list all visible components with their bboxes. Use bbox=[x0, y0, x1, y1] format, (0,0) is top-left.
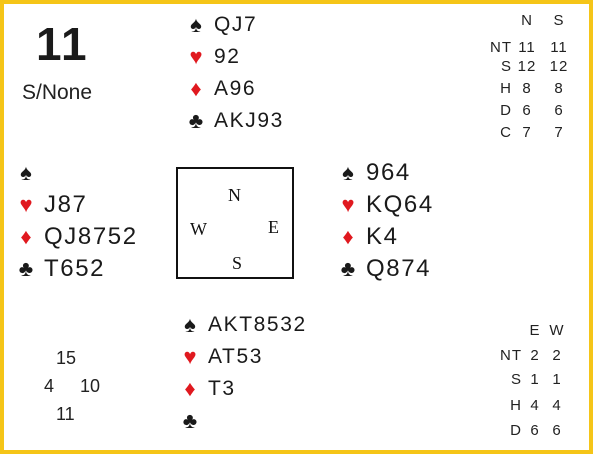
club-icon: ♣ bbox=[18, 256, 34, 281]
ew-e-tricks: 2 bbox=[530, 347, 540, 364]
spade-icon: ♠ bbox=[342, 160, 354, 185]
east-diamonds: K4 bbox=[366, 223, 399, 250]
compass-east: E bbox=[268, 217, 279, 237]
hcp-east: 10 bbox=[80, 376, 101, 396]
ew-w-tricks: 1 bbox=[552, 371, 562, 388]
ns-n-tricks: 8 bbox=[522, 80, 532, 97]
south-spades: AKT8532 bbox=[208, 313, 307, 336]
ns-s-tricks: 6 bbox=[554, 102, 564, 119]
ew-w-tricks: 2 bbox=[552, 347, 562, 364]
compass-west: W bbox=[190, 219, 207, 239]
ew-e-tricks: 1 bbox=[530, 371, 540, 388]
diamond-icon: ♦ bbox=[184, 376, 196, 401]
heart-icon: ♥ bbox=[19, 192, 33, 217]
ns-n-tricks: 6 bbox=[522, 102, 532, 119]
diamond-icon: ♦ bbox=[20, 224, 32, 249]
ns-tricks-table: N S NT 11 11 S 12 12 H 8 8 D 6 6 C 7 7 bbox=[482, 12, 582, 142]
east-clubs: Q874 bbox=[366, 255, 432, 282]
north-diamonds: A96 bbox=[214, 77, 257, 100]
north-clubs: AKJ93 bbox=[214, 109, 284, 132]
hcp-west: 4 bbox=[44, 376, 55, 396]
ns-strain: H bbox=[500, 80, 512, 97]
south-diamonds: T3 bbox=[208, 377, 236, 400]
north-hearts: 92 bbox=[214, 45, 241, 68]
ns-s-tricks: 12 bbox=[549, 58, 569, 75]
ew-header-e: E bbox=[529, 322, 541, 339]
hcp-north: 15 bbox=[56, 348, 77, 368]
spade-icon: ♠ bbox=[184, 312, 196, 337]
club-icon: ♣ bbox=[188, 108, 204, 133]
east-spades: 964 bbox=[366, 159, 411, 186]
diamond-icon: ♦ bbox=[190, 76, 202, 101]
ns-s-tricks: 8 bbox=[554, 80, 564, 97]
ew-w-tricks: 4 bbox=[552, 397, 562, 414]
ew-strain: S bbox=[510, 371, 522, 388]
ns-s-tricks: 7 bbox=[554, 124, 564, 141]
ns-n-tricks: 7 bbox=[522, 124, 532, 141]
compass-south: S bbox=[232, 253, 243, 273]
ns-strain: C bbox=[500, 124, 512, 141]
ew-tricks-table: E W NT 2 2 S 1 1 H 4 4 D 6 6 bbox=[488, 322, 584, 446]
ew-strain: H bbox=[510, 397, 522, 414]
ns-s-tricks: 11 bbox=[550, 39, 568, 56]
ew-w-tricks: 6 bbox=[552, 422, 562, 439]
ns-n-tricks: 11 bbox=[518, 39, 536, 56]
heart-icon: ♥ bbox=[183, 344, 197, 369]
south-hearts: AT53 bbox=[208, 345, 264, 368]
ew-e-tricks: 4 bbox=[530, 397, 540, 414]
dealer-vulnerability: S/None bbox=[22, 81, 93, 104]
ns-strain: NT bbox=[490, 39, 512, 56]
board-number: 11 bbox=[36, 18, 89, 70]
hcp-south: 11 bbox=[56, 404, 75, 424]
ew-strain: D bbox=[510, 422, 522, 439]
heart-icon: ♥ bbox=[189, 44, 203, 69]
ew-strain: NT bbox=[500, 347, 522, 364]
ns-n-tricks: 12 bbox=[517, 58, 537, 75]
ns-header-s: S bbox=[553, 12, 565, 29]
ns-strain: D bbox=[500, 102, 512, 119]
west-diamonds: QJ8752 bbox=[44, 223, 138, 250]
west-hearts: J87 bbox=[44, 191, 88, 218]
compass-north: N bbox=[228, 185, 241, 205]
ns-strain: S bbox=[500, 58, 512, 75]
club-icon: ♣ bbox=[340, 256, 356, 281]
spade-icon: ♠ bbox=[20, 160, 32, 185]
compass-box: N W E S bbox=[176, 167, 294, 279]
ns-header-n: N bbox=[521, 12, 533, 29]
east-hearts: KQ64 bbox=[366, 191, 434, 218]
club-icon: ♣ bbox=[182, 408, 198, 433]
diamond-icon: ♦ bbox=[342, 224, 354, 249]
heart-icon: ♥ bbox=[341, 192, 355, 217]
north-spades: QJ7 bbox=[214, 13, 258, 36]
ew-header-w: W bbox=[549, 322, 565, 339]
west-clubs: T652 bbox=[44, 255, 106, 282]
ew-e-tricks: 6 bbox=[530, 422, 540, 439]
spade-icon: ♠ bbox=[190, 12, 202, 37]
